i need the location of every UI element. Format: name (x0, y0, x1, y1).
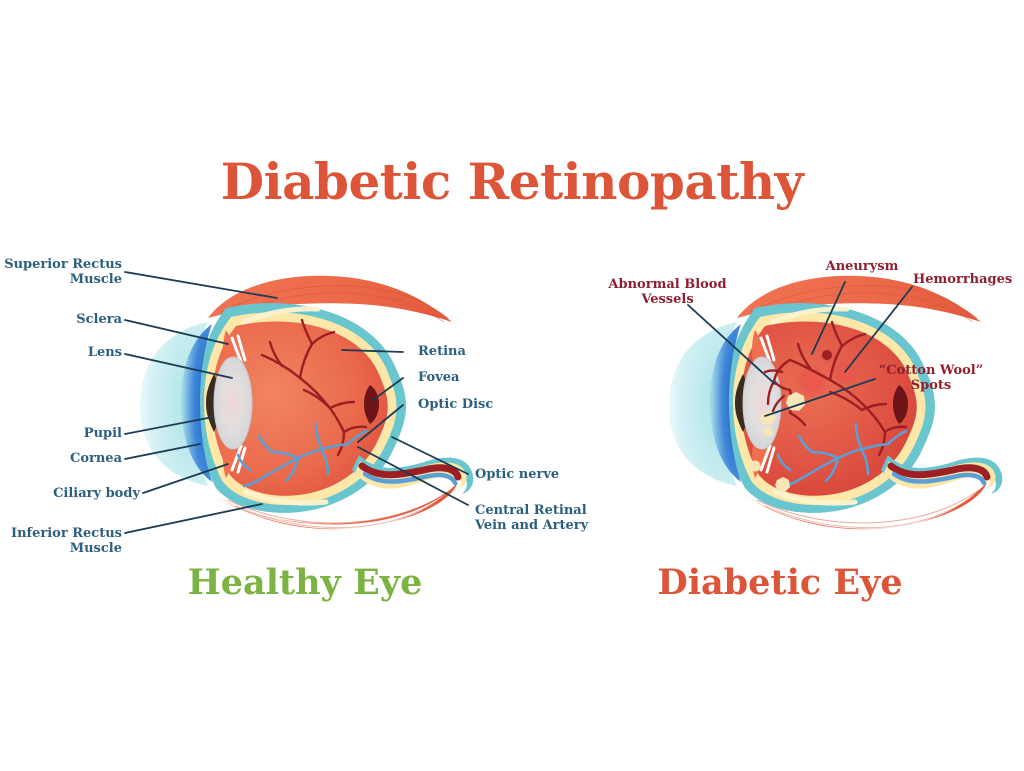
label-pupil: Pupil (83, 426, 122, 441)
leader-abnormal-blood-vessels (687, 304, 776, 385)
leader-inferior-rectus-muscle (124, 503, 263, 534)
leader-central-retinal-vein-artery (357, 446, 469, 506)
leader-optic-nerve (391, 436, 469, 475)
diabetic-superior-muscle-shape (737, 275, 981, 323)
central-retinal-artery (358, 462, 462, 481)
leader-lines (124, 271, 913, 534)
diabetic-cornea-shape (710, 324, 741, 482)
retinal-veins (236, 422, 368, 488)
label-hemorrhages: Hemorrhages (913, 272, 1013, 287)
leader-aneurysm (811, 281, 846, 355)
label-cotton-wool-spots: “Cotton Wool” Spots (878, 363, 984, 393)
caption-healthy-eye: Healthy Eye (187, 562, 423, 603)
leader-retina (341, 349, 404, 353)
label-optic-disc: Optic Disc (418, 397, 494, 412)
inferior-rectus-muscle-shape (212, 482, 458, 530)
aneurysm-shape (822, 350, 832, 360)
label-lens: Lens (87, 345, 122, 360)
leader-superior-rectus-muscle (124, 271, 278, 299)
label-retina: Retina (418, 344, 466, 359)
superior-rectus-muscle-shape (208, 275, 452, 323)
label-central-retinal-vein-and-artery: Central Retinal Vein and Artery (475, 503, 589, 533)
label-inferior-rectus-muscle: Inferior Rectus Muscle (11, 526, 122, 556)
leader-pupil (124, 416, 214, 435)
leader-ciliary-body (142, 463, 229, 494)
leader-cornea (124, 443, 201, 460)
leader-cotton-wool-spots (764, 378, 876, 417)
leader-fovea (372, 377, 404, 401)
diabetic-eye-figure (668, 275, 1003, 530)
label-optic-nerve: Optic nerve (475, 467, 560, 482)
leader-sclera (124, 319, 229, 345)
leader-optic-disc (357, 404, 404, 443)
lens-shape (213, 356, 253, 450)
label-fovea: Fovea (418, 370, 460, 385)
label-superior-rectus-muscle: Superior Rectus Muscle (4, 257, 122, 287)
central-retinal-vein (362, 471, 458, 486)
label-aneurysm: Aneurysm (825, 259, 899, 274)
vitreous-shape (212, 321, 388, 496)
cornea-shape (181, 324, 212, 482)
fovea-shape (364, 385, 379, 424)
leader-hemorrhages (844, 286, 913, 373)
caption-diabetic-eye: Diabetic Eye (657, 562, 903, 603)
diabetic-inferior-muscle-shape (741, 482, 987, 530)
label-abnormal-blood-vessels: Abnormal Blood Vessels (608, 277, 727, 307)
label-cornea: Cornea (69, 451, 122, 466)
label-ciliary-body: Ciliary body (53, 486, 140, 501)
label-sclera: Sclera (76, 312, 122, 327)
diabetic-vitreous-shape (741, 321, 917, 496)
diabetic-retinal-veins (776, 422, 908, 488)
diabetic-fovea-shape (893, 385, 908, 424)
leader-lens (124, 353, 233, 379)
page-title: Diabetic Retinopathy (220, 152, 804, 211)
